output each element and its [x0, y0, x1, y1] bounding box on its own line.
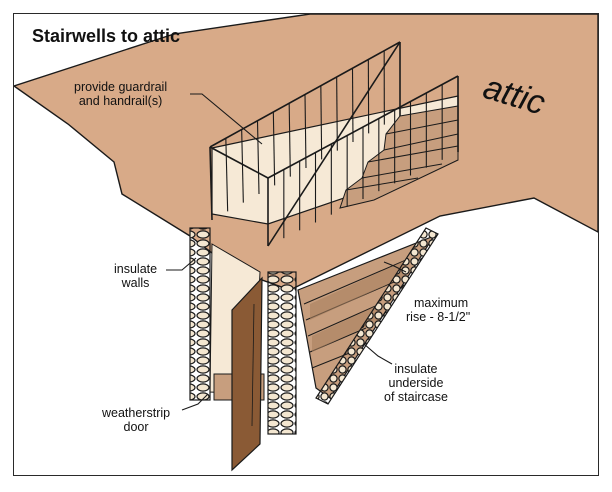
baluster	[320, 85, 323, 160]
page-title: Stairwells to attic	[32, 26, 181, 46]
walls-callout: insulate walls	[114, 262, 158, 290]
diagram-frame: Stairwells to attic attic provide guardr…	[13, 13, 599, 476]
baluster	[272, 111, 276, 186]
baluster	[225, 138, 229, 212]
door-callout: weatherstrip door	[102, 406, 171, 434]
door	[231, 276, 263, 472]
upper-step-lines	[345, 119, 459, 191]
leader-lines	[166, 93, 407, 411]
rise-callout: maximum rise - 8-1/2"	[406, 296, 471, 324]
baluster	[304, 94, 307, 169]
baluster	[336, 76, 338, 151]
baluster	[351, 68, 354, 143]
stairwell-illustration	[14, 14, 598, 472]
underside-insulation	[315, 227, 439, 405]
right-wall-insulation	[267, 271, 297, 435]
underside-callout: insulate underside of staircase	[384, 362, 448, 404]
guardrail-callout: provide guardrail and handrail(s)	[74, 80, 168, 108]
baluster	[241, 129, 244, 203]
guardrail-balusters	[225, 50, 443, 239]
baluster	[256, 120, 260, 195]
baluster	[288, 103, 291, 177]
left-wall-insulation	[189, 227, 211, 401]
